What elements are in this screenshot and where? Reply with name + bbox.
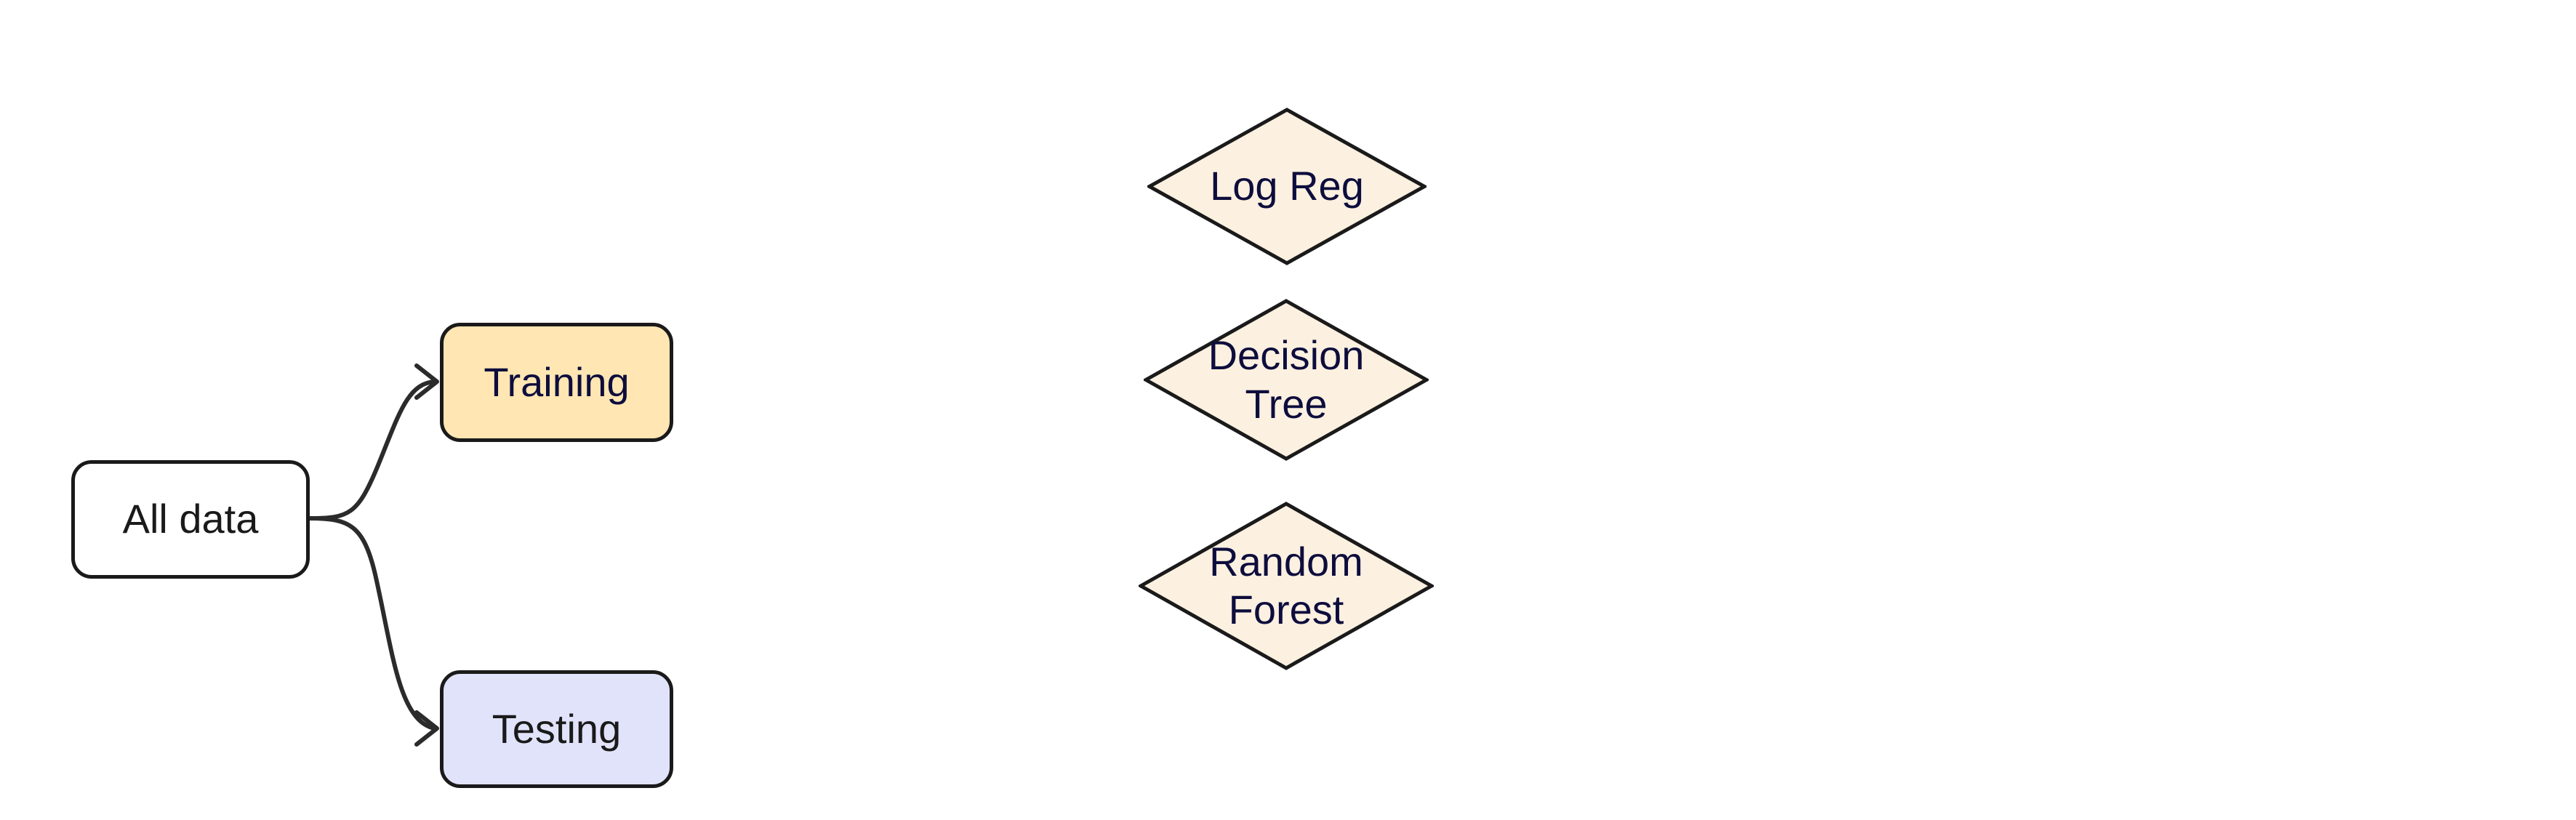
edge-all-data-to-training	[308, 363, 439, 520]
node-all-data-label: All data	[122, 496, 259, 542]
arrowhead-icon	[414, 363, 439, 400]
arrowhead-icon	[414, 710, 439, 747]
diamond-shape-icon	[1144, 299, 1429, 461]
node-training-label: Training	[483, 358, 630, 405]
diamond-shape-icon	[1147, 108, 1427, 265]
node-all-data[interactable]: All data	[71, 460, 310, 579]
node-testing-label: Testing	[491, 705, 622, 752]
node-log-reg[interactable]: Log Reg	[1147, 108, 1427, 265]
node-training[interactable]: Training	[440, 323, 673, 442]
node-testing[interactable]: Testing	[440, 670, 673, 788]
diamond-shape-icon	[1139, 502, 1434, 670]
node-random-forest[interactable]: Random Forest	[1139, 502, 1434, 670]
edge-all-data-to-testing	[308, 516, 439, 747]
node-decision-tree[interactable]: Decision Tree	[1144, 299, 1429, 461]
